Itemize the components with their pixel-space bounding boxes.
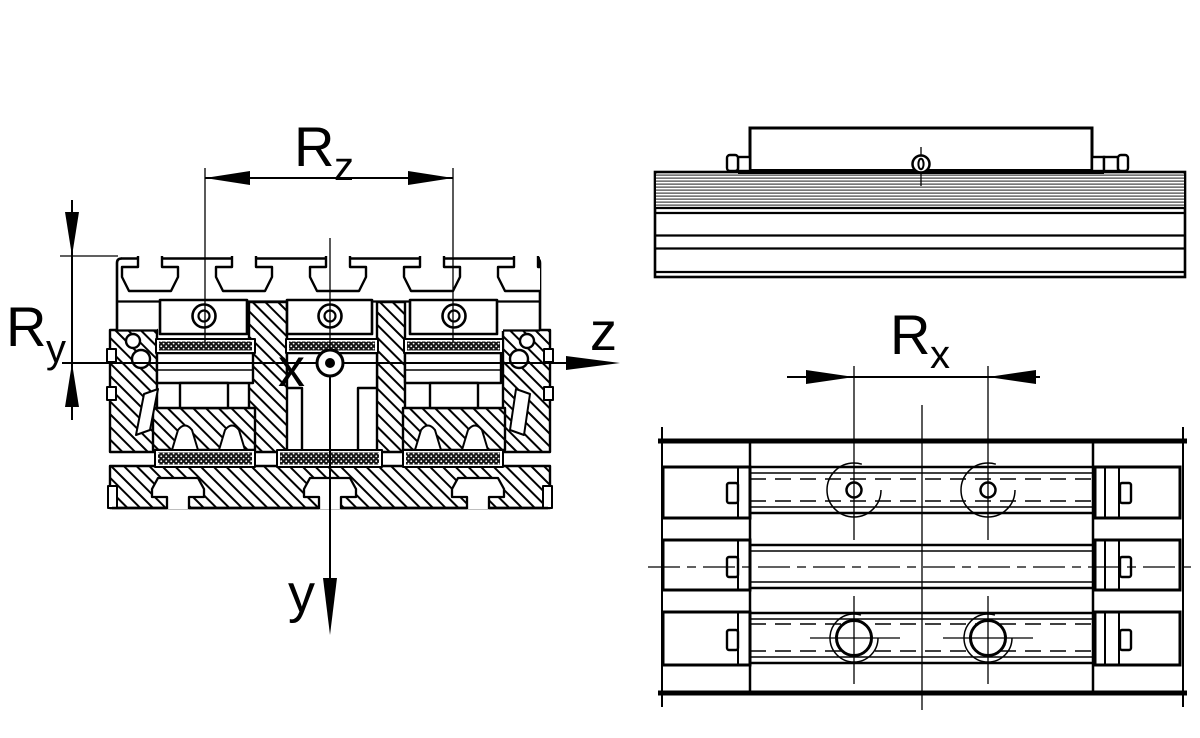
arrow-up-icon: [65, 363, 79, 407]
left-end-blocks: [661, 465, 752, 667]
coordinate-axes: x y z: [62, 302, 620, 635]
rz-label-sub: z: [334, 145, 354, 189]
dimension-rx: R x: [787, 303, 1040, 384]
ry-label-sub: y: [46, 327, 66, 371]
rz-label: R: [294, 115, 334, 178]
side-view: [653, 126, 1187, 279]
carriage-screw-icon: [911, 154, 931, 174]
arrow-down-icon: [65, 212, 79, 256]
bearing-blocks: [158, 298, 499, 336]
arrow-left-icon: [205, 171, 250, 185]
rx-label: R: [890, 303, 930, 366]
right-end-blocks: [1093, 465, 1182, 667]
arrow-right-icon: [806, 370, 854, 384]
z-axis-label: z: [590, 302, 617, 362]
y-axis-label: y: [288, 564, 315, 624]
end-seal-ball-right: [518, 332, 536, 350]
x-axis-label: x: [278, 338, 305, 398]
arrow-left-icon: [988, 370, 1036, 384]
carriage-end-tabs: [725, 153, 1130, 173]
rx-label-sub: x: [930, 333, 950, 377]
plate-t-slots: [120, 256, 540, 293]
y-axis-arrow-icon: [323, 578, 337, 635]
arrow-right-icon: [408, 171, 453, 185]
top-view-centerlines: [648, 366, 1196, 710]
dimension-rz: R z: [205, 115, 453, 189]
z-axis-arrow-icon: [566, 356, 620, 370]
carriage-plate: [115, 256, 542, 332]
centerlines: [204, 168, 454, 352]
ry-label: R: [6, 295, 46, 358]
dimension-ry: R y: [6, 200, 118, 420]
end-seal-ball-left: [124, 332, 142, 350]
top-view: [648, 366, 1196, 710]
